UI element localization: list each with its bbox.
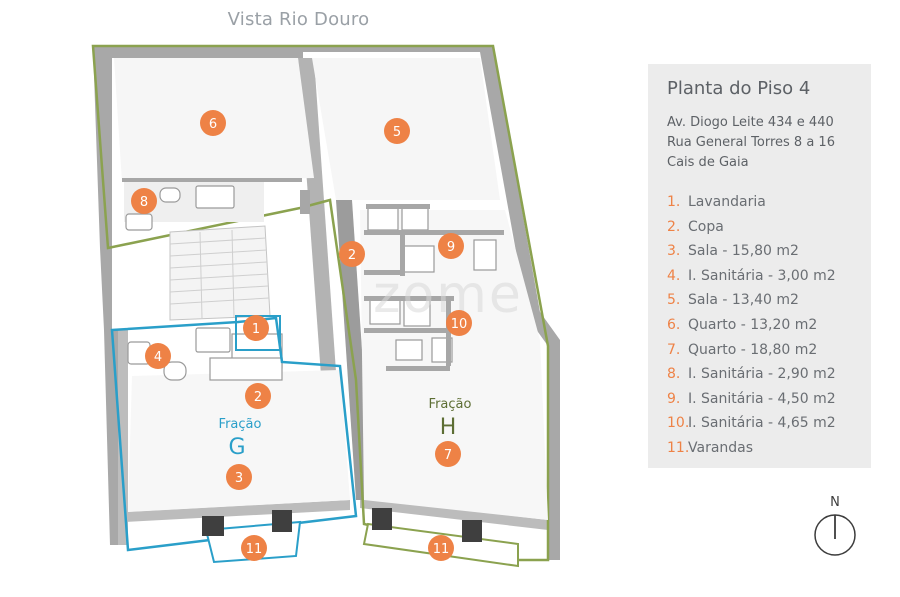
room-legend: 1.Lavandaria 2.Copa 3.Sala - 15,80 m2 4.… [667, 190, 857, 461]
fracao-h-label: Fração H [429, 397, 472, 440]
svg-text:4: 4 [154, 350, 162, 365]
svg-text:10: 10 [451, 317, 468, 332]
fracao-g-label: Fração G [219, 417, 262, 460]
svg-text:11: 11 [433, 542, 450, 557]
legend-item: 1.Lavandaria [667, 194, 766, 210]
room-marker: 2 [245, 383, 271, 409]
room-marker: 7 [435, 441, 461, 467]
view-title: Vista Rio Douro [227, 9, 370, 30]
svg-text:9: 9 [447, 240, 455, 255]
svg-text:5: 5 [393, 125, 401, 140]
compass: N [812, 495, 858, 559]
room-marker: 8 [131, 188, 157, 214]
legend-item: 10.I. Sanitária - 4,65 m2 [667, 415, 836, 432]
legend-item: 4.I. Sanitária - 3,00 m2 [667, 267, 836, 284]
legend-item: 7.Quarto - 18,80 m2 [667, 341, 818, 358]
legend-item: 11.Varandas [667, 439, 754, 456]
window-blocks [202, 508, 482, 542]
legend-item: 6.Quarto - 13,20 m2 [667, 316, 818, 333]
legend-item: 3.Sala - 15,80 m2 [667, 243, 799, 260]
svg-text:6: 6 [209, 117, 217, 132]
staircase [169, 225, 271, 321]
room-marker: 11 [241, 535, 267, 561]
service-walls [122, 178, 504, 371]
room-marker: 9 [438, 233, 464, 259]
fracao-h-letter: H [440, 415, 457, 440]
room-marker: 1 [243, 315, 269, 341]
room-marker: 2 [339, 241, 365, 267]
svg-text:3: 3 [235, 471, 243, 486]
address-line: Cais de Gaia [667, 155, 749, 170]
room-marker: 3 [226, 464, 252, 490]
compass-icon [814, 514, 856, 556]
svg-text:11: 11 [246, 542, 263, 557]
legend-item: 5.Sala - 13,40 m2 [667, 292, 799, 309]
room-marker: 6 [200, 110, 226, 136]
watermark: zome [373, 265, 523, 325]
panel-title: Planta do Piso 4 [667, 78, 811, 99]
svg-text:1: 1 [252, 322, 260, 337]
room-markers: 1 2 2 3 4 5 6 7 8 9 10 11 11 [131, 110, 472, 561]
compass-north-label: N [830, 495, 840, 510]
floor-plan: zome Fração G Fração H 1 2 2 3 4 5 6 7 8… [91, 44, 560, 568]
fracao-g-word: Fração [219, 417, 262, 432]
fracao-h-word: Fração [429, 397, 472, 412]
address-line: Rua General Torres 8 a 16 [667, 135, 835, 150]
legend-item: 9.I. Sanitária - 4,50 m2 [667, 390, 836, 407]
svg-text:8: 8 [140, 195, 148, 210]
svg-text:7: 7 [444, 448, 452, 463]
room-marker: 11 [428, 535, 454, 561]
room-marker: 4 [145, 343, 171, 369]
room-marker: 10 [446, 310, 472, 336]
legend-item: 2.Copa [667, 218, 724, 235]
svg-text:2: 2 [348, 248, 356, 263]
legend-panel: Planta do Piso 4 Av. Diogo Leite 434 e 4… [648, 64, 871, 468]
svg-text:2: 2 [254, 390, 262, 405]
address-line: Av. Diogo Leite 434 e 440 [667, 115, 834, 130]
legend-item: 8.I. Sanitária - 2,90 m2 [667, 366, 836, 383]
room-marker: 5 [384, 118, 410, 144]
fracao-g-letter: G [228, 435, 245, 460]
